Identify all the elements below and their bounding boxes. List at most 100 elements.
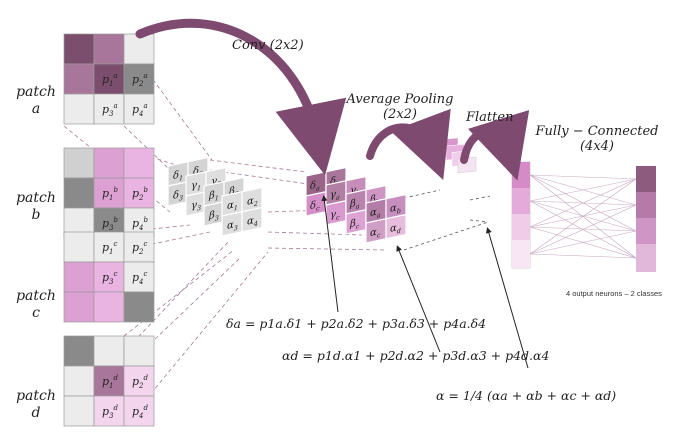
kernel-alpha-value: α3 <box>227 219 238 234</box>
patch-d-word: patch <box>16 388 56 404</box>
patch-c-letter: c <box>32 305 40 321</box>
kernel-alpha-value: α1 <box>227 199 238 214</box>
avg-pool-label: Average Pooling (2x2) <box>340 92 460 122</box>
patch-b-value: p1b <box>102 186 119 202</box>
patch-a-value: p2a <box>132 72 148 88</box>
output-neuron-1 <box>636 166 656 192</box>
fc-label-line1: Fully − Connected <box>535 124 659 139</box>
patch-a-cell <box>93 93 125 125</box>
output-neuron-2 <box>636 192 656 218</box>
kernel-gamma-value: γ1 <box>191 179 201 194</box>
flatten-cell-2 <box>512 188 530 214</box>
patch-c-cell <box>63 291 95 323</box>
conv-label: Conv (2x2) <box>232 38 304 53</box>
patch-c-cell <box>93 291 125 323</box>
patch-a-cell <box>63 63 95 95</box>
patch-a-cell <box>93 33 125 65</box>
avg-pool-label-line2: (2x2) <box>382 107 418 122</box>
kernel-alpha-cell <box>241 206 263 233</box>
kernel-delta-value: δ3 <box>173 188 183 204</box>
equation-delta-a: δa = p1a.δ1 + p2a.δ2 + p3a.δ3 + p4a.δ4 <box>226 316 487 331</box>
patch-c-cell <box>93 261 125 293</box>
patch-c-cell <box>63 231 95 263</box>
feature-gamma-value: γc <box>330 208 340 223</box>
feature-alpha-value: αa <box>370 206 381 221</box>
conv-arrow <box>135 18 347 176</box>
kernel-alpha-value: α2 <box>247 194 258 209</box>
patch-d-cell <box>63 365 95 397</box>
patch-b-label: patch b <box>16 190 56 224</box>
pool-arrow <box>366 108 451 180</box>
patch-d-cell <box>123 395 155 427</box>
patch-c-value: p4c <box>132 270 148 286</box>
fc-connection <box>529 204 637 228</box>
patch-c-value: p2c <box>132 240 148 256</box>
kernel-beta-value: β3 <box>208 208 219 224</box>
patch-c-cell <box>123 261 155 293</box>
patch-b-cell <box>63 147 95 179</box>
patch-b-cell <box>123 147 155 179</box>
output-neurons <box>636 166 656 272</box>
equation-alpha-d: αd = p1d.α1 + p2d.α2 + p3d.α3 + p4d.α4 <box>282 348 550 363</box>
patch-b-letter: b <box>31 207 41 223</box>
patch-d-cell <box>123 335 155 367</box>
patch-b-value: p4b <box>132 216 149 232</box>
output-neuron-3 <box>636 218 656 244</box>
patch-a-label: patch a <box>16 84 56 118</box>
flatten-arrow <box>460 109 530 181</box>
equation-alpha-mean: α = 1/4 (αa + αb + αc + αd) <box>436 388 617 403</box>
fc-connection <box>529 204 637 255</box>
fc-connection <box>529 174 637 180</box>
kernel-beta-value: β1 <box>208 188 219 204</box>
patch-d-value: p3d <box>102 404 119 420</box>
flatten-vector <box>511 161 531 269</box>
fc-connections <box>529 174 637 259</box>
flatten-cell-1 <box>512 162 530 188</box>
pool-lines <box>403 189 491 251</box>
feature-alpha-value: αb <box>390 202 401 217</box>
patch-c-cell <box>123 291 155 323</box>
fc-connection <box>529 226 637 232</box>
fc-connection <box>529 253 637 259</box>
feature-beta-value: βc <box>349 216 360 232</box>
patch-c-cell <box>123 231 155 263</box>
patch-c-value: p1c <box>102 240 118 256</box>
patch-b-word: patch <box>16 190 56 206</box>
patch-d-value: p2d <box>132 374 149 390</box>
patch-c-value: p3c <box>102 270 118 286</box>
patch-b-cell <box>123 177 155 209</box>
avg-pool-label-line1: Average Pooling <box>346 92 454 107</box>
patch-a-cell <box>63 33 95 65</box>
feature-alpha-value: αd <box>390 222 401 237</box>
flatten-cell-3 <box>512 214 530 240</box>
patch-d-value: p1d <box>102 374 119 390</box>
patch-d-cell <box>63 335 95 367</box>
patch-d-label: patch d <box>16 388 56 422</box>
process-arrows <box>135 18 530 181</box>
kernels-group: δ1δ2δ3δ4γ1γ2γ3γ4β1β2β3β4α1α2α3α4 <box>167 156 263 237</box>
output-note: 4 output neurons – 2 classes <box>566 289 662 298</box>
patch-a-cell <box>123 93 155 125</box>
patch-a-cell <box>123 33 155 65</box>
patch-a-value: p3a <box>102 102 118 118</box>
patch-a-cell <box>123 63 155 95</box>
patch-d-cell <box>93 335 125 367</box>
patch-c-label: patch c <box>16 288 56 322</box>
patch-c-cell <box>63 261 95 293</box>
feature-alpha-value: αc <box>370 226 381 241</box>
patch-d-letter: d <box>31 405 41 421</box>
patch-d-cell <box>63 395 95 427</box>
output-neuron-4 <box>636 244 656 272</box>
fc-label-line2: (4x4) <box>579 139 615 154</box>
fc-label: Fully − Connected (4x4) <box>534 124 660 154</box>
patch-c-word: patch <box>16 288 56 304</box>
patch-a-value: p4a <box>132 102 148 118</box>
patch-d-cell <box>123 365 155 397</box>
fc-connection <box>529 178 637 228</box>
patch-a-letter: a <box>31 101 41 117</box>
flatten-cell-4 <box>512 240 530 268</box>
